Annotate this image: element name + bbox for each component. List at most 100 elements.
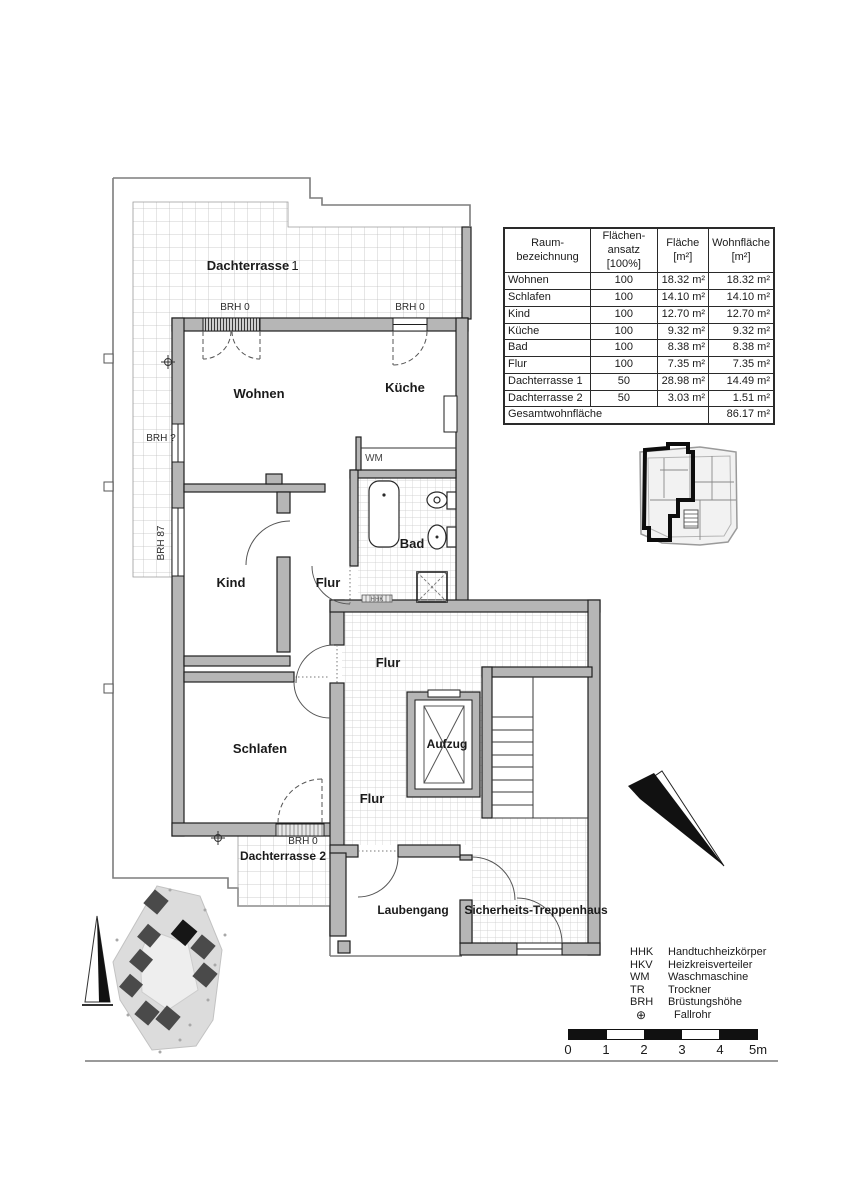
elevator-door bbox=[427, 689, 461, 698]
wall-chimney-block bbox=[265, 473, 283, 485]
label-hhk-small: HHK bbox=[371, 597, 384, 603]
label-dachterrasse1-number: 1 bbox=[291, 258, 298, 273]
wall-kind-south bbox=[183, 655, 291, 667]
bath-fixtures bbox=[368, 480, 457, 550]
wall-block-south-b bbox=[561, 942, 601, 956]
total-value: 86.17 m² bbox=[708, 406, 775, 425]
legend-item: ⊕ Fallrohr bbox=[630, 1007, 766, 1022]
window-schlafen-door-sill bbox=[275, 823, 325, 837]
door-arc-wohnen-left bbox=[202, 330, 232, 360]
windows bbox=[171, 317, 563, 956]
table-row: Wohnen 100 18.32 m² 18.32 m² bbox=[503, 272, 775, 290]
key-plan bbox=[639, 442, 738, 546]
label-flur-common-top: Flur bbox=[376, 655, 401, 670]
wall-bad-west bbox=[349, 469, 359, 567]
facade-tick-squares bbox=[103, 353, 114, 694]
shower bbox=[416, 571, 448, 603]
window-wohnen-door-sill bbox=[202, 317, 261, 332]
bathtub-drain bbox=[382, 493, 386, 497]
towel-radiator bbox=[361, 594, 393, 603]
door-arc-treppenhaus-1 bbox=[471, 856, 516, 901]
key-plan-unit-highlight bbox=[641, 442, 695, 542]
table-row: Dachterrasse 1 50 28.98 m² 14.49 m² bbox=[503, 372, 775, 391]
wall-shared-lower bbox=[329, 682, 345, 854]
table-row: Kind 100 12.70 m² 12.70 m² bbox=[503, 305, 775, 324]
wall-wohnen-kind bbox=[183, 483, 326, 493]
wall-block-east bbox=[587, 599, 601, 956]
scale-segment bbox=[606, 1030, 645, 1039]
footer-divider bbox=[85, 1060, 778, 1062]
door-arc-bad bbox=[311, 565, 351, 605]
table-total-row: Gesamtwohnfläche 86.17 m² bbox=[503, 406, 775, 425]
scale-segment bbox=[569, 1030, 607, 1039]
sink-back bbox=[446, 526, 457, 548]
site-plan bbox=[82, 885, 227, 1054]
label-treppenhaus: Sicherheits-Treppenhaus bbox=[464, 903, 608, 917]
label-dachterrasse1: Dachterrasse bbox=[207, 258, 289, 273]
staircase bbox=[492, 677, 588, 819]
wc-tank bbox=[446, 491, 457, 510]
wall-d2-laubengang bbox=[329, 852, 347, 937]
wall-treppenhaus-west-b bbox=[459, 899, 473, 944]
label-schlafen: Schlafen bbox=[233, 741, 287, 756]
legend-item: BRH Brüstungshöhe bbox=[630, 996, 742, 1008]
col-header-flaechenansatz: Flächen-ansatz [100%] bbox=[590, 227, 658, 274]
label-brh0-schlafen: BRH 0 bbox=[288, 836, 318, 847]
door-thresholds bbox=[294, 566, 398, 852]
label-wohnen: Wohnen bbox=[233, 386, 284, 401]
door-arc-kind bbox=[245, 520, 291, 566]
elevator-shaft bbox=[406, 689, 481, 798]
treppenhaus-tiles bbox=[472, 818, 588, 943]
terrace-parapet bbox=[461, 226, 472, 320]
legend-item: WM Waschmaschine bbox=[630, 971, 749, 983]
wall-schlafen-north bbox=[183, 671, 295, 683]
col-header-flaeche: Fläche[m²] bbox=[656, 227, 710, 274]
sink-drain bbox=[435, 535, 439, 539]
door-arc-schlafen-terrasse bbox=[277, 778, 323, 824]
label-brh-q: BRH ? bbox=[146, 433, 176, 444]
area-table: Raum-bezeichnung Flächen-ansatz [100%] F… bbox=[503, 227, 775, 425]
door-arc-wohnen-right bbox=[231, 330, 261, 360]
label-aufzug: Aufzug bbox=[427, 737, 468, 751]
label-flur-apartment: Flur bbox=[316, 575, 341, 590]
table-row: Flur 100 7.35 m² 7.35 m² bbox=[503, 356, 775, 374]
total-label: Gesamtwohnfläche bbox=[503, 406, 710, 425]
label-brh0-wohnen: BRH 0 bbox=[220, 302, 250, 313]
bathtub bbox=[368, 480, 400, 548]
fallrohr-icon bbox=[211, 831, 225, 845]
label-wm: WM bbox=[365, 453, 383, 464]
wall-stair-west bbox=[481, 666, 493, 819]
radiator-niche-kueche bbox=[443, 395, 458, 433]
label-bad: Bad bbox=[400, 536, 425, 551]
col-header-wohnflaeche: Wohnfläche[m²] bbox=[708, 227, 775, 274]
scale-segment bbox=[681, 1030, 720, 1039]
north-arrow-icon bbox=[628, 770, 725, 867]
wall-wm-stub bbox=[355, 436, 362, 471]
site-plan-highlight-building bbox=[170, 919, 198, 947]
scale-bar bbox=[568, 1029, 758, 1040]
wall-kind-flur-b bbox=[276, 556, 291, 653]
exterior-door-arcs bbox=[202, 330, 428, 824]
laubengang-post bbox=[337, 940, 351, 954]
fallrohr-icon bbox=[161, 355, 175, 369]
wall-treppenhaus-west-a bbox=[459, 854, 473, 861]
scale-segment bbox=[719, 1030, 757, 1039]
wall-west bbox=[171, 317, 185, 837]
scale-segment bbox=[644, 1030, 682, 1039]
legend-item: TR Trockner bbox=[630, 983, 711, 996]
wall-kind-flur-a bbox=[276, 491, 291, 514]
door-arc-apartment-entry bbox=[295, 644, 335, 684]
label-kueche: Küche bbox=[385, 380, 425, 395]
table-row: Dachterrasse 2 50 3.03 m² 1.51 m² bbox=[503, 389, 775, 408]
label-kind: Kind bbox=[217, 575, 246, 590]
wall-bad-north bbox=[349, 469, 457, 479]
wall-stair-north bbox=[481, 666, 593, 678]
table-row: Bad 100 8.38 m² 8.38 m² bbox=[503, 339, 775, 357]
wc-detail bbox=[433, 496, 441, 504]
label-brh87: BRH 87 bbox=[156, 525, 167, 560]
wall-east bbox=[455, 317, 469, 611]
interior-door-arcs bbox=[245, 520, 563, 944]
fallrohr-icon: ⊕ bbox=[636, 1007, 647, 1022]
